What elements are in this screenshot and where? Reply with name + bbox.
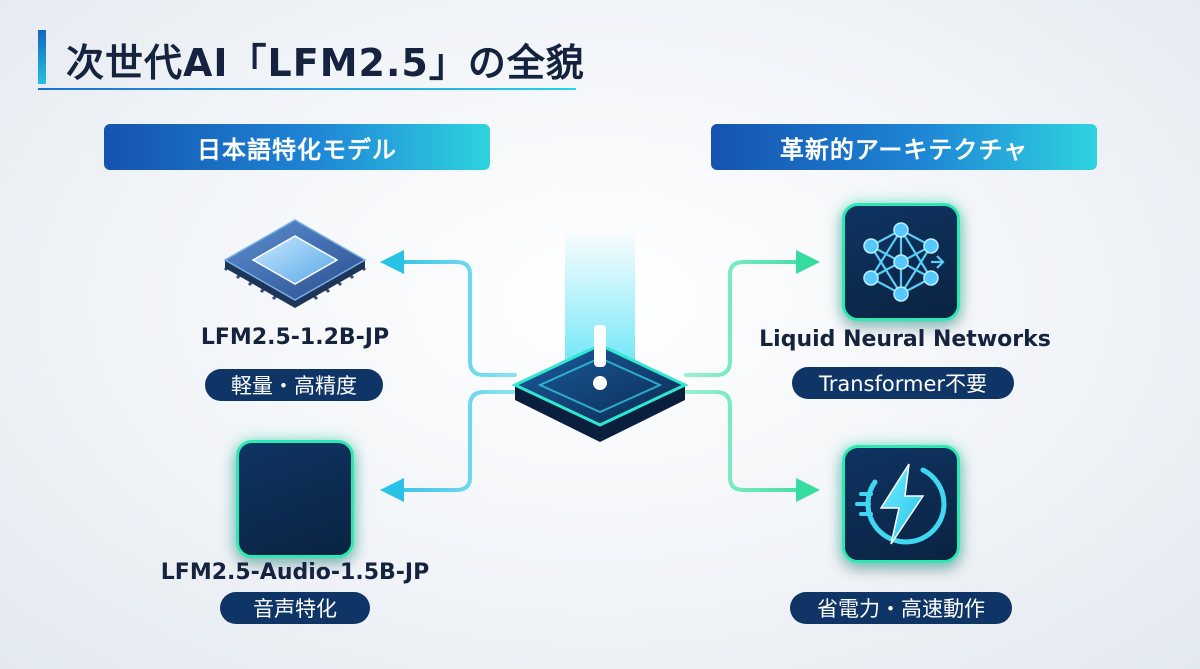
neural-network-icon — [863, 222, 945, 302]
arrow-to-audio-model — [400, 390, 517, 492]
model-tag-2: 音声特化 — [220, 592, 370, 624]
title-accent-bar — [38, 30, 46, 84]
arrowhead-neural — [796, 250, 820, 274]
arrowhead-audio — [380, 478, 404, 502]
cpu-chip-icon — [223, 219, 367, 308]
feature-tag-2: 省電力・高速動作 — [790, 592, 1012, 624]
feature-name-1: Liquid Neural Networks — [759, 327, 1051, 352]
arrowhead-chip — [380, 250, 404, 274]
audio-waveform-icon — [251, 455, 339, 543]
audio-tile — [236, 440, 354, 558]
model-name-2: LFM2.5-Audio-1.5B-JP — [160, 560, 430, 585]
arrowhead-power — [796, 478, 820, 502]
model-name-1: LFM2.5-1.2B-JP — [200, 325, 390, 350]
right-section-header: 革新的アーキテクチャ — [711, 124, 1097, 170]
power-tile — [842, 445, 960, 563]
arrow-to-chip-model — [400, 260, 517, 377]
arrow-to-neural-feature — [684, 260, 800, 377]
lightning-bolt-icon — [855, 463, 947, 545]
title-underline — [38, 88, 576, 90]
feature-tag-1: Transformer不要 — [792, 367, 1014, 399]
neural-tile — [842, 203, 960, 321]
model-tag-1: 軽量・高精度 — [205, 369, 383, 401]
arrow-to-power-feature — [684, 390, 800, 492]
central-processor-icon — [511, 230, 689, 442]
page-title: 次世代AI「LFM2.5」の全貌 — [66, 41, 585, 85]
left-section-header: 日本語特化モデル — [104, 124, 490, 170]
